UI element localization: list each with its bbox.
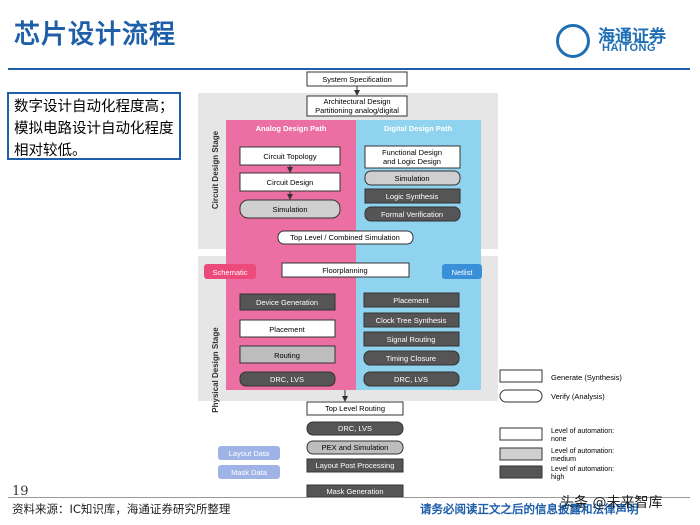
analog-simulation-label: Simulation (272, 205, 307, 214)
top-level-routing-label: Top Level Routing (325, 404, 385, 413)
pex-simulation-label: PEX and Simulation (322, 443, 389, 452)
system-specification-label: System Specification (322, 75, 392, 84)
formal-verification-label: Formal Verification (381, 210, 443, 219)
top-level-simulation-box (277, 230, 414, 245)
legend-auto-high-level: high (551, 474, 564, 481)
analog-path-label: Analog Design Path (256, 124, 327, 133)
legend-auto-medium-swatch (499, 447, 543, 461)
digital-drc-lvs-label: DRC, LVS (394, 375, 428, 384)
page-title: 芯片设计流程 (14, 20, 177, 50)
floorplanning-box (281, 262, 410, 278)
analog-routing-box (239, 345, 336, 364)
circuit-design-label: Circuit Design (267, 178, 314, 187)
analog-drc-lvs-box (239, 371, 336, 387)
logic-synthesis-label: Logic Synthesis (386, 192, 439, 201)
logic-design-label: and Logic Design (383, 157, 441, 166)
mask-data-label: Mask Data (231, 468, 268, 477)
timing-closure-box (363, 350, 460, 366)
annotation-note: 数字设计自动化程度高；模拟电路设计自动化程度相对较低。 (7, 92, 181, 160)
architectural-design-box (306, 95, 408, 117)
legend-verify-swatch (499, 389, 543, 403)
header-divider (8, 68, 690, 70)
legend-auto-high-swatch (499, 465, 543, 479)
device-generation-label: Device Generation (256, 298, 318, 307)
legend-generate-swatch (499, 369, 543, 383)
haitong-logo-icon (556, 24, 590, 58)
layout-data-label: Layout Data (229, 449, 270, 458)
legend-auto-medium-label: Level of automation: (551, 448, 614, 455)
pex-simulation-box (306, 440, 404, 455)
netlist-label: Netlist (452, 268, 474, 277)
page-number: 19 (12, 484, 29, 499)
legend-verify-label: Verify (Analysis) (551, 392, 605, 401)
mask-data-tag (218, 465, 280, 479)
digital-path-label: Digital Design Path (384, 124, 453, 133)
layout-post-processing-box (306, 458, 404, 473)
mask-generation-label: Mask Generation (326, 487, 383, 496)
clock-tree-synthesis-label: Clock Tree Synthesis (376, 316, 447, 325)
formal-verification-box (364, 206, 461, 222)
digital-drc-lvs-box (363, 371, 460, 387)
schematic-tag (204, 264, 256, 279)
analog-placement-label: Placement (269, 325, 305, 334)
top-drc-lvs-box (306, 421, 404, 436)
watermark: 头条 @未来智库 (560, 495, 663, 511)
partitioning-label: Partitioning analog/digital (315, 106, 399, 115)
analog-drc-lvs-label: DRC, LVS (270, 375, 304, 384)
legend-generate-label: Generate (Synthesis) (551, 373, 622, 382)
digital-placement-label: Placement (393, 296, 429, 305)
layout-data-tag (218, 446, 280, 460)
top-level-simulation-label: Top Level / Combined Simulation (290, 233, 400, 242)
analog-simulation-box (239, 199, 341, 219)
legend-auto-medium-level: medium (551, 456, 576, 463)
functional-design-box (364, 145, 461, 169)
top-drc-lvs-label: DRC, LVS (338, 424, 372, 433)
signal-routing-box (363, 331, 460, 347)
legend-auto-none-label: Level of automation: (551, 428, 614, 435)
floorplanning-label: Floorplanning (322, 266, 367, 275)
source-note: 资料来源：IC知识库，海通证券研究所整理 (12, 502, 231, 516)
digital-simulation-box (364, 170, 461, 186)
digital-simulation-label: Simulation (394, 174, 429, 183)
logo-chinese-name: 海通证券 (598, 27, 666, 47)
logic-synthesis-box (364, 188, 461, 204)
architectural-design-label: Architectural Design (323, 97, 390, 106)
analog-placement-box (239, 319, 336, 338)
disclaimer: 请务必阅读正文之后的信息披露和法律声明 (420, 502, 639, 516)
top-level-routing-box (306, 401, 404, 416)
circuit-topology-label: Circuit Topology (263, 152, 316, 161)
timing-closure-label: Timing Closure (386, 354, 436, 363)
analog-routing-label: Routing (274, 351, 300, 360)
legend-auto-none-swatch (499, 427, 543, 441)
netlist-tag (442, 264, 482, 279)
footer-divider (8, 497, 690, 498)
digital-placement-box (363, 292, 460, 308)
functional-design-label: Functional Design (382, 148, 442, 157)
physical-stage-label: Physical Design Stage (211, 327, 220, 413)
device-generation-box (239, 293, 336, 311)
signal-routing-label: Signal Routing (387, 335, 436, 344)
logo-english-name: HAITONG (602, 42, 657, 54)
circuit-stage-label: Circuit Design Stage (211, 130, 220, 209)
schematic-label: Schematic (212, 268, 247, 277)
legend-auto-high-label: Level of automation: (551, 466, 614, 473)
layout-post-processing-label: Layout Post Processing (316, 461, 395, 470)
legend-auto-none-level: none (551, 436, 567, 443)
clock-tree-synthesis-box (363, 312, 460, 328)
